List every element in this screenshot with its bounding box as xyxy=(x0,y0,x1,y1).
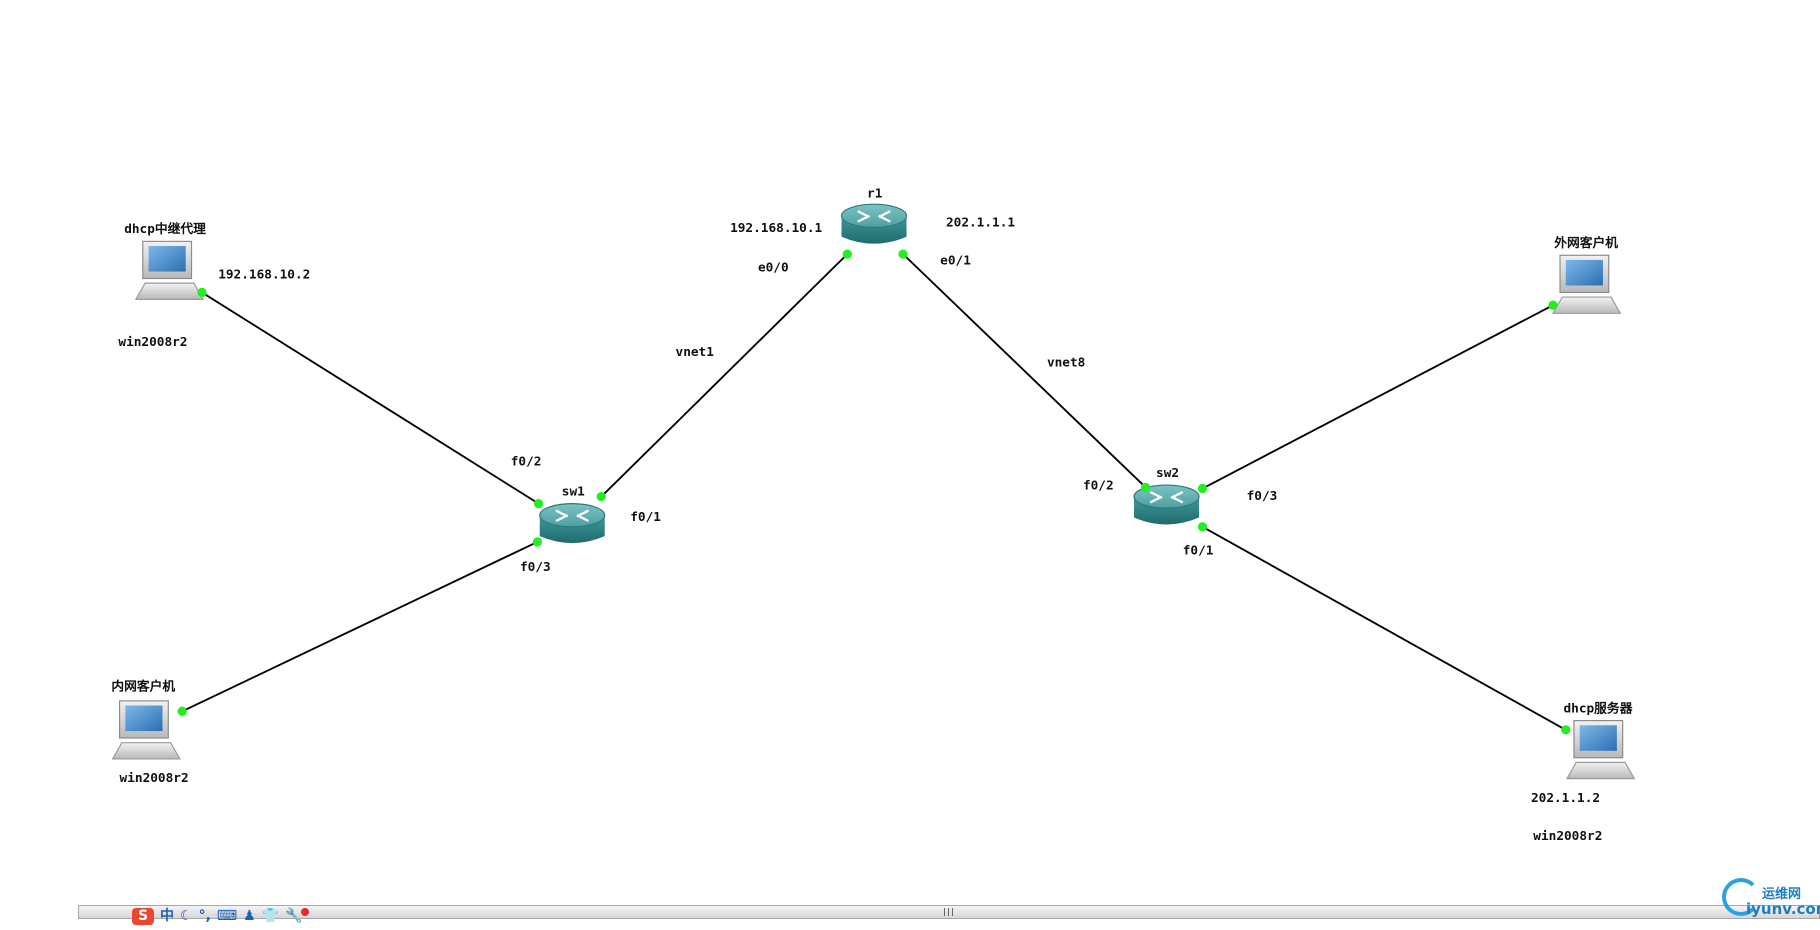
ime-halfwidth-moon-icon[interactable]: ☾ xyxy=(180,908,193,924)
router-arrows-icon xyxy=(857,210,891,223)
switch-arrows-icon xyxy=(1149,490,1184,504)
port-dot xyxy=(1561,725,1571,735)
link-sw2-outer-client[interactable] xyxy=(1202,304,1554,490)
label-sw2-f0-2: f0/2 xyxy=(1083,479,1114,494)
label-vnet8: vnet8 xyxy=(1047,356,1085,371)
label-dhcp-server-name: dhcp服务器 xyxy=(1563,700,1632,716)
ime-keyboard-icon[interactable]: ⌨ xyxy=(216,908,238,924)
pc-outer-client[interactable] xyxy=(1552,254,1622,314)
label-inner-client-name: 内网客户机 xyxy=(111,678,175,694)
label-sw1: sw1 xyxy=(562,484,585,499)
label-sw1-f0-2: f0/2 xyxy=(511,454,542,469)
link-inner-client-sw1[interactable] xyxy=(181,541,538,713)
port-dot xyxy=(533,498,544,509)
label-relay-os: win2008r2 xyxy=(118,335,187,350)
port-dots xyxy=(177,249,1571,735)
label-relay-ip: 192.168.10.2 xyxy=(218,267,310,282)
label-r1-e0-0: e0/0 xyxy=(758,261,789,276)
label-sw2-f0-3: f0/3 xyxy=(1247,489,1278,504)
pc-dhcp-server[interactable] xyxy=(1565,720,1636,780)
ime-user-icon[interactable]: ♟ xyxy=(243,908,256,924)
label-sw2: sw2 xyxy=(1156,466,1179,481)
ime-skin-shirt-icon[interactable]: 👕 xyxy=(261,908,280,924)
port-dot xyxy=(1197,483,1208,494)
port-dot xyxy=(1548,300,1558,310)
link-relay-sw1[interactable] xyxy=(201,291,540,505)
label-r1-e0-1: e0/1 xyxy=(940,254,971,269)
switch-arrows-icon xyxy=(555,509,590,523)
label-vnet1: vnet1 xyxy=(676,345,715,360)
label-relay-name: dhcp中继代理 xyxy=(124,221,206,237)
label-sw1-f0-3: f0/3 xyxy=(520,560,551,575)
label-outer-client-name: 外网客户机 xyxy=(1554,235,1618,251)
port-dot xyxy=(1197,522,1208,532)
link-sw2-dhcp-server[interactable] xyxy=(1202,526,1567,731)
label-dhcp-server-os: win2008r2 xyxy=(1533,829,1602,844)
ime-punctuation-icon[interactable]: °, xyxy=(198,908,211,924)
ime-chinese-mode-button[interactable]: 中 xyxy=(160,908,174,924)
watermark-cn-text: 运维网 xyxy=(1762,887,1802,902)
label-r1-left-ip: 192.168.10.1 xyxy=(730,221,822,236)
link-r1-sw2[interactable] xyxy=(902,253,1147,489)
watermark-ring-icon xyxy=(1722,878,1760,916)
label-inner-client-os: win2008r2 xyxy=(120,771,189,786)
pc-inner-client[interactable] xyxy=(111,700,181,760)
port-dot xyxy=(596,492,606,502)
sogou-logo-icon[interactable]: S xyxy=(132,908,154,925)
label-sw1-f0-1: f0/1 xyxy=(630,510,661,525)
links xyxy=(181,253,1567,731)
switch-sw1[interactable] xyxy=(539,503,606,544)
port-dot xyxy=(1140,482,1151,493)
horizontal-scrollbar[interactable] xyxy=(78,905,1820,919)
watermark-logo: 运维网 iyunv.com xyxy=(1722,878,1820,924)
ime-tools-wrench-icon[interactable]: 🔧 xyxy=(285,908,303,924)
port-dot xyxy=(532,537,543,547)
port-dot xyxy=(177,706,187,716)
scrollbar-grip-icon[interactable] xyxy=(944,908,953,916)
link-sw1-r1[interactable] xyxy=(600,253,848,498)
label-dhcp-server-ip: 202.1.1.2 xyxy=(1531,791,1600,806)
label-sw2-f0-1: f0/1 xyxy=(1183,544,1214,559)
pc-dhcp-relay[interactable] xyxy=(134,240,205,300)
switch-sw2[interactable] xyxy=(1133,484,1200,525)
label-r1-right-ip: 202.1.1.1 xyxy=(946,215,1015,230)
router-r1[interactable] xyxy=(840,203,908,244)
port-dot xyxy=(197,287,207,298)
port-dot xyxy=(898,249,908,259)
watermark-url-text: iyunv.com xyxy=(1746,900,1820,918)
notification-dot-icon xyxy=(300,907,309,916)
ime-toolbar: S 中 ☾ °, ⌨ ♟ 👕 🔧 xyxy=(132,907,309,926)
labels: r1 192.168.10.1 202.1.1.1 e0/0 e0/1 vnet… xyxy=(111,186,1632,844)
label-r1: r1 xyxy=(867,186,883,201)
port-dot xyxy=(842,249,852,259)
